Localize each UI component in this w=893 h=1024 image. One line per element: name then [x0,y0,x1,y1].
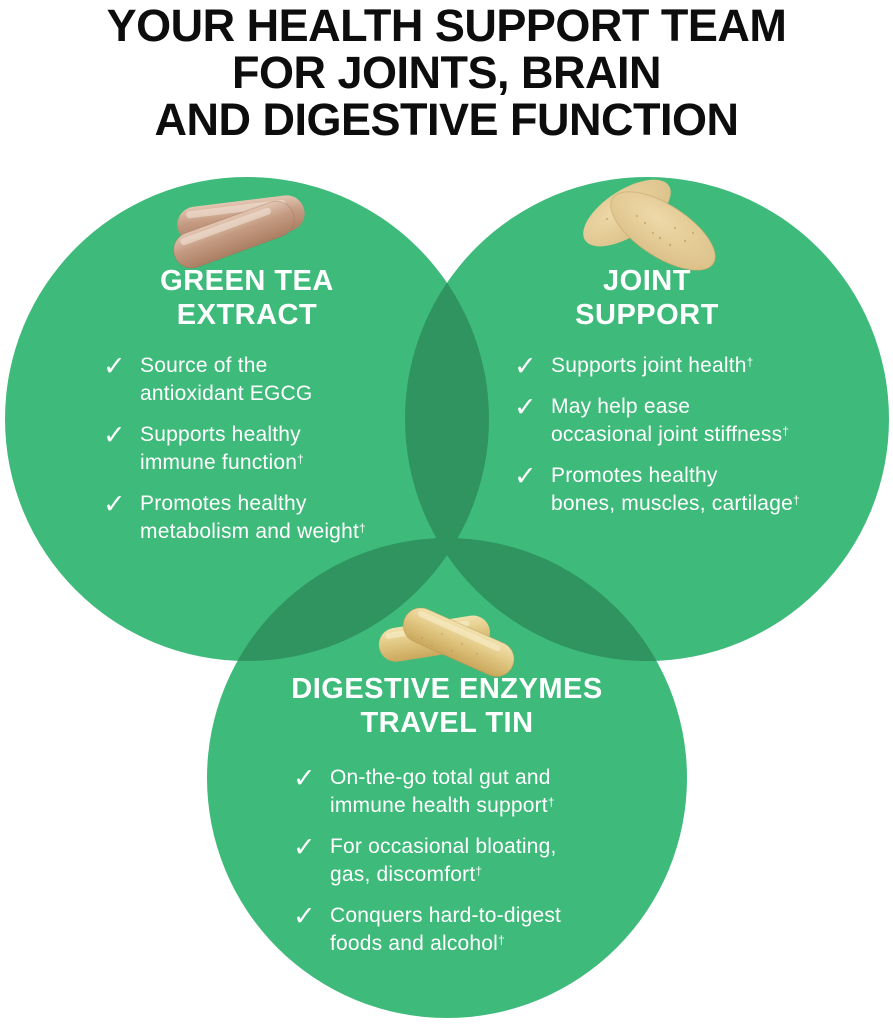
check-icon: ✓ [103,351,126,381]
heading-line: TRAVEL TIN [360,707,534,739]
section-heading-green-tea: GREEN TEA EXTRACT [97,264,397,332]
check-icon: ✓ [514,461,537,491]
venn-circle-green-tea [5,177,489,661]
heading-line: DIGESTIVE ENZYMES [291,673,603,705]
benefit-text: Supports joint health† [551,354,754,377]
heading-line: EXTRACT [176,299,318,331]
page-title-line-3: AND DIGESTIVE FUNCTION [154,94,739,145]
section-heading-joint: JOINT SUPPORT [497,264,797,332]
digestive-capsules-icon [372,596,522,686]
page-title-line-1: YOUR HEALTH SUPPORT TEAM [106,0,787,51]
page-title-line-2: FOR JOINTS, BRAIN [231,47,662,98]
heading-line: JOINT [603,265,691,297]
page-title: YOUR HEALTH SUPPORT TEAM FOR JOINTS, BRA… [0,2,893,143]
green-tea-capsules-icon [163,183,313,273]
check-icon: ✓ [103,420,126,450]
check-icon: ✓ [514,392,537,422]
venn-circle-digestive [207,538,687,1018]
joint-tablets-icon [575,179,725,273]
check-icon: ✓ [293,763,316,793]
check-icon: ✓ [103,489,126,519]
check-icon: ✓ [293,901,316,931]
venn-circle-joint [405,177,889,661]
check-icon: ✓ [514,351,537,381]
benefit-item: ✓ For occasional bloating,gas, discomfort… [293,833,633,889]
heading-line: GREEN TEA [160,265,334,297]
check-icon: ✓ [293,832,316,862]
heading-line: SUPPORT [575,299,719,331]
section-heading-digestive: DIGESTIVE ENZYMES TRAVEL TIN [287,672,607,740]
benefit-item: ✓ Supports joint health† [514,352,844,380]
benefit-text: For occasional bloating,gas, discomfort† [330,835,557,886]
